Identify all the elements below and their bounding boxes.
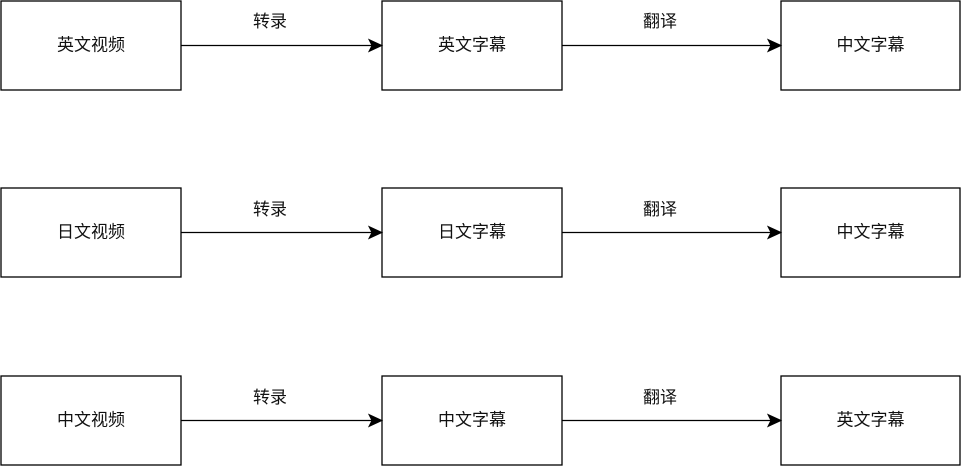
node-box-r2-n0 [0, 375, 182, 466]
edge-arrowhead-r2-e0 [367, 413, 384, 428]
node-box-r2-n1 [381, 375, 563, 466]
node-label-r1-n0: 日文视频 [57, 223, 125, 243]
node-label-r0-n2: 中文字幕 [837, 36, 905, 56]
edge-arrowhead-r0-e0 [367, 38, 384, 53]
edge-label-r0-e0: 转录 [253, 12, 287, 32]
edge-arrowhead-r1-e1 [766, 225, 783, 240]
edge-label-r0-e1: 翻译 [643, 12, 677, 32]
node-label-r1-n1: 日文字幕 [438, 223, 506, 243]
edge-label-r2-e0: 转录 [253, 388, 287, 408]
flow-row-0: 英文视频 英文字幕 中文字幕 转录 翻译 [0, 0, 961, 91]
node-box-r2-n2 [780, 375, 961, 466]
edge-label-r2-e1: 翻译 [643, 388, 677, 408]
edge-arrowhead-r1-e0 [367, 225, 384, 240]
node-box-r0-n1 [381, 0, 563, 91]
edge-arrowhead-r0-e1 [766, 38, 783, 53]
edge-arrowhead-r2-e1 [766, 413, 783, 428]
node-box-r1-n1 [381, 187, 563, 278]
node-box-r1-n2 [780, 187, 961, 278]
node-box-r0-n0 [0, 0, 182, 91]
node-label-r0-n1: 英文字幕 [438, 36, 506, 56]
node-box-r0-n2 [780, 0, 961, 91]
flow-row-2: 中文视频 中文字幕 英文字幕 转录 翻译 [0, 375, 961, 466]
edge-label-r1-e0: 转录 [253, 200, 287, 220]
node-label-r1-n2: 中文字幕 [837, 223, 905, 243]
node-label-r2-n0: 中文视频 [57, 411, 125, 431]
node-label-r2-n2: 英文字幕 [837, 411, 905, 431]
node-label-r2-n1: 中文字幕 [438, 411, 506, 431]
edge-label-r1-e1: 翻译 [643, 200, 677, 220]
node-box-r1-n0 [0, 187, 182, 278]
node-label-r0-n0: 英文视频 [57, 36, 125, 56]
flow-row-1: 日文视频 日文字幕 中文字幕 转录 翻译 [0, 187, 961, 278]
